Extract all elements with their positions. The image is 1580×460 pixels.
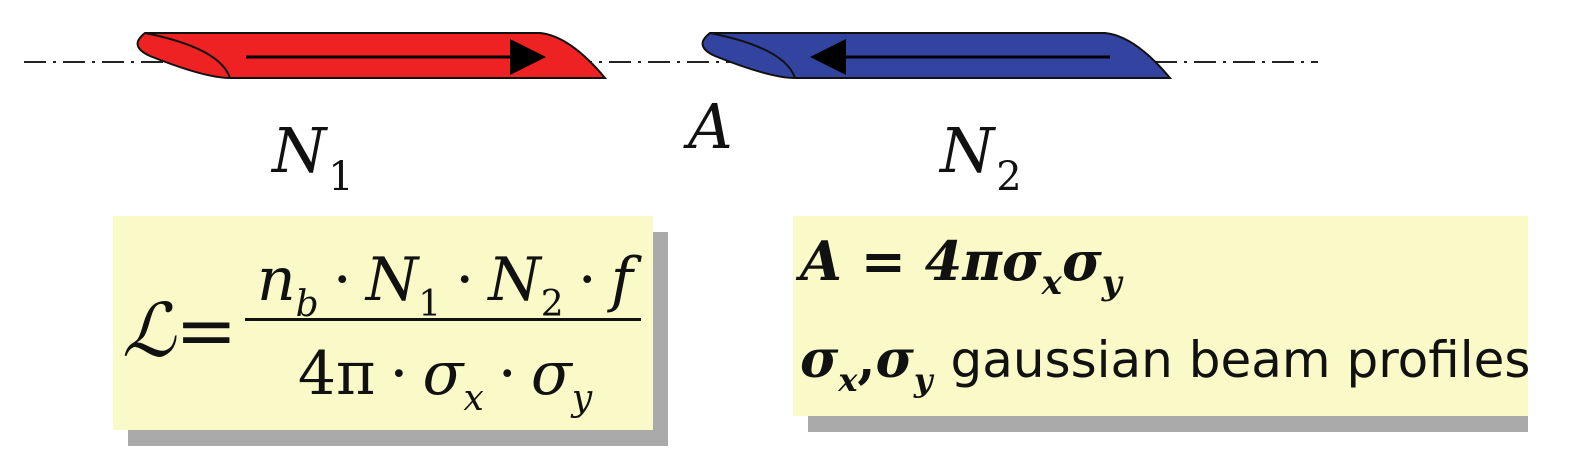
- luminosity-formula-box: [113, 216, 653, 430]
- area-formula-box: [793, 216, 1528, 416]
- luminosity-denominator: 4π·σx·σy: [297, 339, 593, 419]
- beam-profile-text: gaussian beam profiles: [950, 331, 1531, 389]
- beam1-label: N1: [272, 114, 354, 200]
- luminosity-numerator: nb·N1·N2·f: [257, 245, 633, 325]
- interaction-point-label: A: [688, 90, 733, 163]
- area-equation: A = 4πσxσy: [800, 229, 1122, 303]
- beam1-end-ellipse: [144, 32, 231, 79]
- fraction-bar: [245, 318, 641, 321]
- beam2-end-ellipse: [709, 32, 796, 79]
- beam2-label: N2: [940, 114, 1022, 200]
- luminosity-symbol: ℒ=: [122, 288, 238, 374]
- beam-axis-svg: [24, 32, 1318, 79]
